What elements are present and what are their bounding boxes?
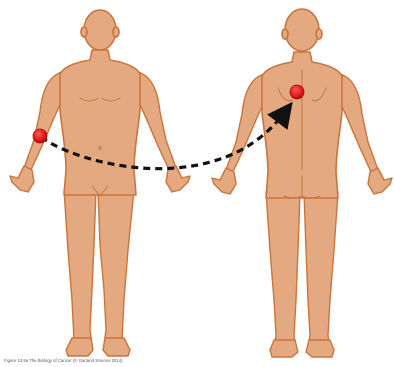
metastatic-site [290, 85, 304, 99]
front-head [84, 10, 116, 50]
back-left-ear [282, 29, 288, 39]
back-right-ear [316, 29, 322, 39]
primary-tumor-site [33, 129, 47, 143]
front-right-foot [103, 338, 130, 356]
back-left-hand [212, 168, 236, 194]
back-right-hand [368, 168, 392, 194]
back-right-arm [340, 74, 378, 174]
front-left-foot [66, 338, 93, 356]
front-torso [60, 50, 140, 195]
front-left-leg [64, 190, 96, 352]
front-right-arm [138, 72, 176, 172]
front-right-ear [113, 27, 119, 37]
figure-back [212, 9, 392, 357]
front-right-leg [98, 190, 134, 352]
back-left-leg [266, 192, 300, 352]
back-left-foot [270, 340, 298, 357]
front-left-arm [24, 72, 62, 172]
back-head [285, 9, 319, 51]
back-right-leg [304, 192, 338, 352]
figure-front [10, 10, 190, 356]
back-left-arm [226, 74, 264, 174]
back-right-foot [306, 340, 334, 357]
front-left-hand [10, 166, 34, 192]
figure-credit: Figure 13.5a The Biology of Cancer (© Ga… [4, 358, 123, 363]
front-left-ear [81, 27, 87, 37]
